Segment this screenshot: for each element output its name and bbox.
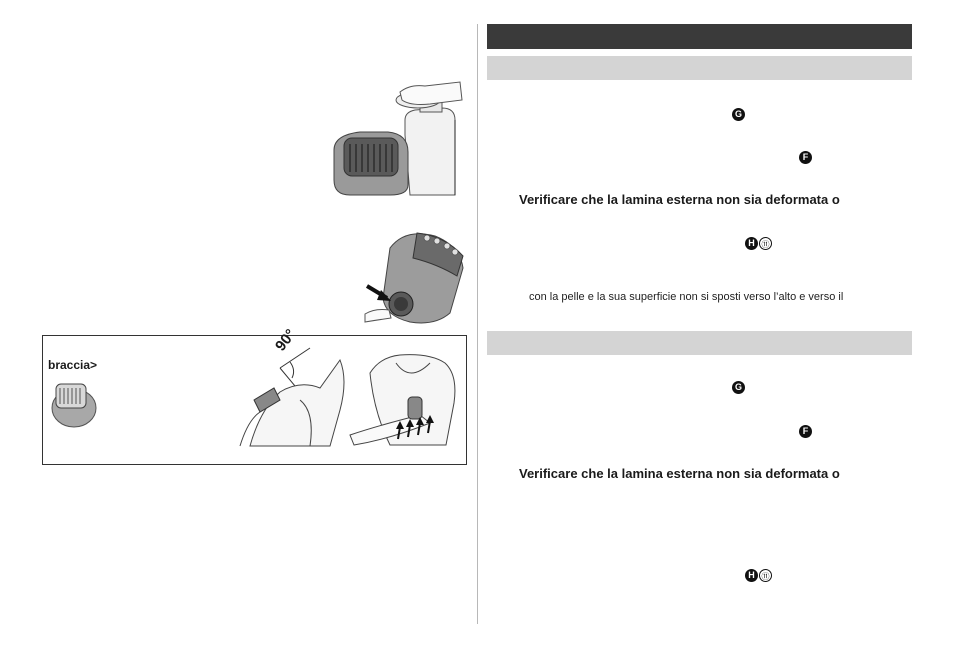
badge-f: F <box>799 425 812 438</box>
usage-panel <box>42 335 467 465</box>
epilator-head-icon <box>51 383 97 428</box>
badge-f: F <box>799 151 812 164</box>
underarm-illustration <box>349 354 456 446</box>
body-text: con la pelle e la sua superficie non si … <box>529 291 844 303</box>
cleaning-illustration <box>333 81 463 196</box>
section-header-bar <box>487 24 912 49</box>
subsection-bar-2 <box>487 331 912 355</box>
epilator-button-illustration <box>364 232 464 324</box>
leg-angle-illustration <box>239 347 345 447</box>
column-divider <box>477 24 478 624</box>
badge-g: G <box>732 381 745 394</box>
ref-number: ⑪ <box>759 569 772 582</box>
warning-text: Verificare che la lamina esterna non sia… <box>519 192 840 207</box>
panel-label: braccia> <box>48 358 98 372</box>
badge-h: H <box>745 237 758 250</box>
badge-g: G <box>732 108 745 121</box>
warning-text: Verificare che la lamina esterna non sia… <box>519 466 840 481</box>
subsection-bar-1 <box>487 56 912 80</box>
badge-h: H <box>745 569 758 582</box>
ref-number: ⑪ <box>759 237 772 250</box>
